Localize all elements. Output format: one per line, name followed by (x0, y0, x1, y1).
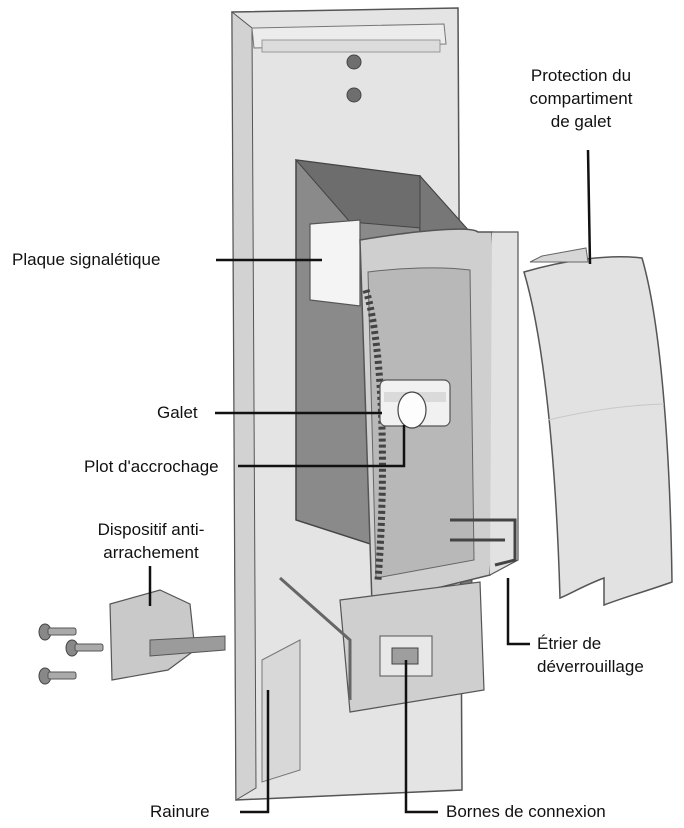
protection-cover (523, 247, 673, 607)
screw (65, 639, 104, 657)
leader-etrier (506, 578, 530, 646)
wheel-frame (359, 228, 519, 605)
plot-label: Plot d'accrochage (84, 457, 219, 476)
leader-lines (148, 149, 592, 814)
screw (38, 623, 77, 641)
leader-bornes (404, 660, 438, 814)
bornes-label: Bornes de connexion (446, 802, 606, 821)
unlock-stirrup (450, 518, 517, 567)
screw (38, 667, 77, 685)
leader-protection (586, 149, 592, 265)
etrier-label: Étrier de déverrouillage (537, 634, 644, 676)
screws (38, 623, 104, 685)
anti-tear-device (109, 589, 226, 681)
galet-label: Galet (157, 403, 198, 422)
protection-label: Protection du compartiment de galet (529, 66, 633, 131)
rainure-label: Rainure (150, 802, 210, 821)
dispositif-label: Dispositif anti- arrachement (97, 520, 205, 562)
leader-plot (238, 425, 406, 468)
leader-rainure (240, 690, 270, 814)
galet-roller (379, 379, 451, 429)
plaque-label: Plaque signalétique (12, 250, 161, 269)
